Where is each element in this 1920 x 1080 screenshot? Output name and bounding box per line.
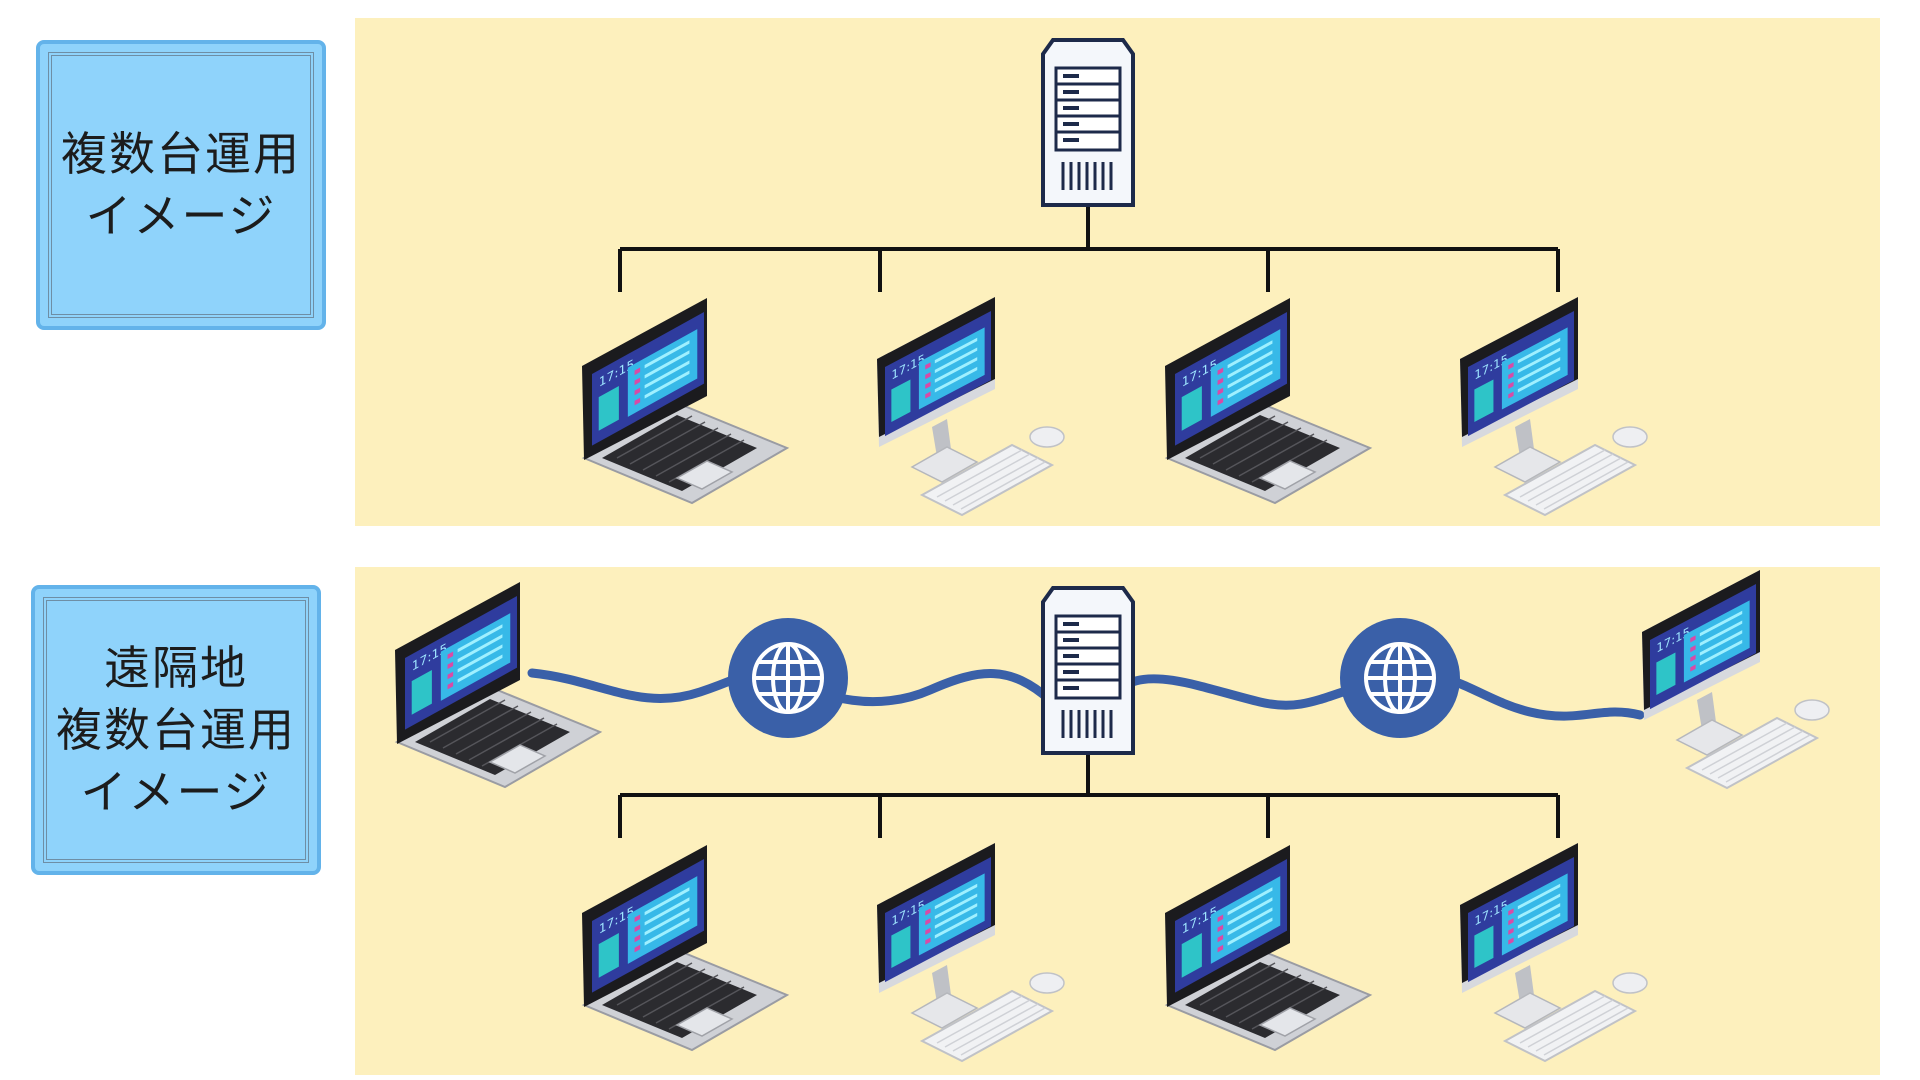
server-icon xyxy=(1041,586,1135,755)
laptop-icon xyxy=(582,845,787,1050)
desktop-icon xyxy=(1460,843,1647,1061)
label-box-remote: 遠隔地 複数台運用 イメージ xyxy=(31,585,321,875)
tree-lines-single xyxy=(618,205,1560,292)
laptop-icon xyxy=(1165,845,1370,1050)
label-frame: 遠隔地 複数台運用 イメージ xyxy=(43,597,309,863)
laptop-icon xyxy=(1165,298,1370,503)
label-line: イメージ xyxy=(80,765,272,819)
tree-lines-remote xyxy=(618,750,1560,838)
label-line: 遠隔地 xyxy=(104,641,248,695)
globe-icon xyxy=(1338,616,1462,740)
server-icon xyxy=(1041,38,1135,207)
laptop-icon xyxy=(582,298,787,503)
desktop-icon xyxy=(1642,570,1829,788)
globe-icon xyxy=(726,616,850,740)
laptop-icon xyxy=(395,582,600,787)
label-line: 複数台運用 xyxy=(61,127,301,181)
desktop-icon xyxy=(877,843,1064,1061)
desktop-icon xyxy=(877,297,1064,515)
label-frame: 複数台運用 イメージ xyxy=(48,52,314,318)
desktop-icon xyxy=(1460,297,1647,515)
label-line: 複数台運用 xyxy=(56,703,296,757)
label-line: イメージ xyxy=(85,189,277,243)
label-box-single: 複数台運用 イメージ xyxy=(36,40,326,330)
